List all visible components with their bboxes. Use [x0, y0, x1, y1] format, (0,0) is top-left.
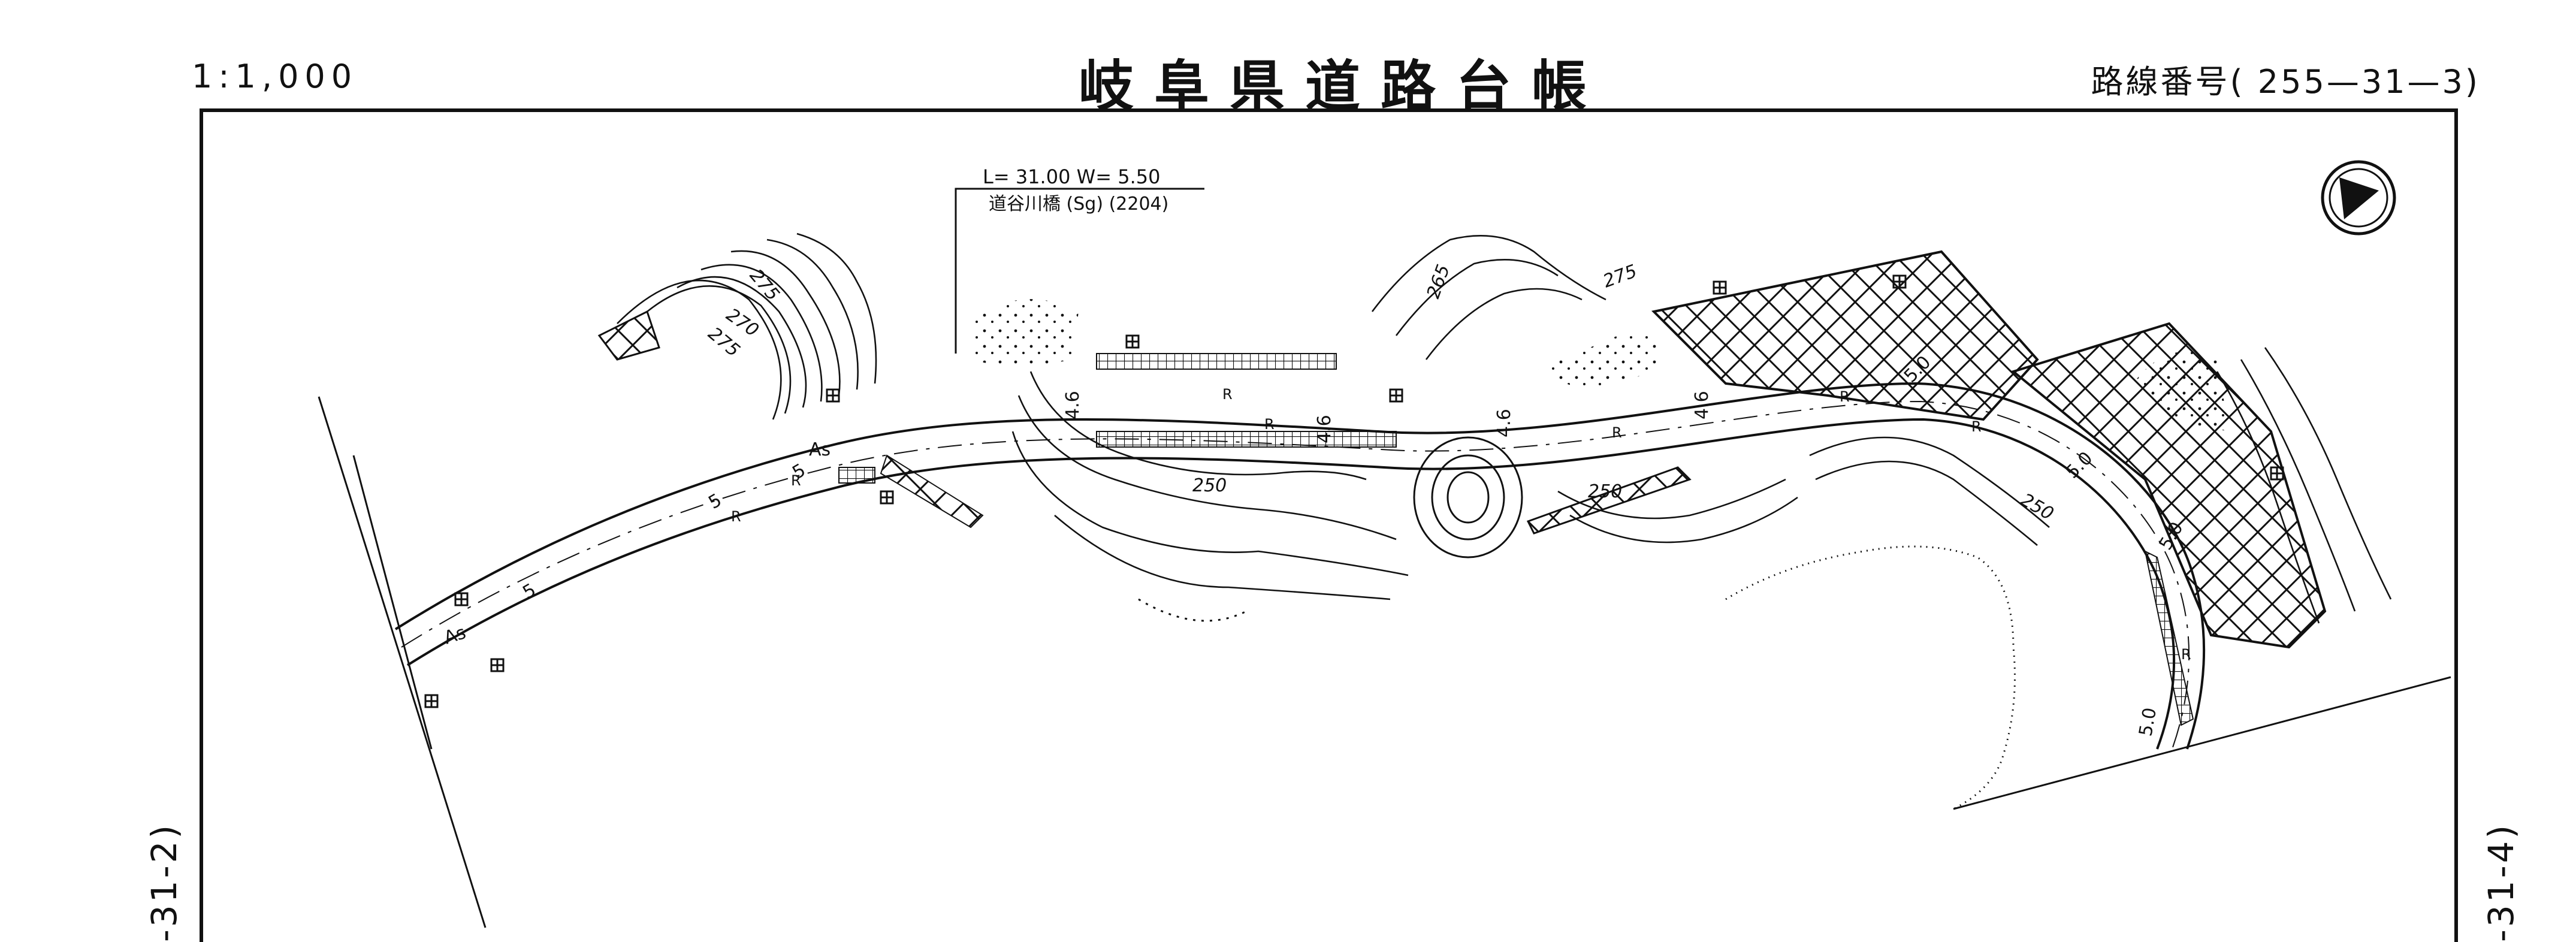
width-label: 5	[520, 579, 540, 603]
benchmark-icon	[1389, 388, 1403, 403]
width-label: 5.0	[2135, 706, 2161, 738]
retaining-label: R	[1840, 388, 1850, 405]
contour-label: 275	[1600, 261, 1640, 292]
benchmark-icon	[424, 694, 439, 708]
width-label: 4.6	[1314, 415, 1335, 443]
benchmark-symbols	[424, 274, 2284, 708]
retaining-label: R	[1264, 416, 1275, 433]
contour-label: 265	[1423, 262, 1454, 301]
benchmark-icon	[1125, 334, 1140, 349]
surface-label: As	[809, 439, 831, 460]
width-label: 4.6	[1494, 409, 1515, 437]
benchmark-icon	[826, 388, 840, 403]
width-label: 5.0	[2062, 448, 2097, 482]
route-number: 路線番号( 255—31—3)	[2091, 63, 2480, 101]
river-outline	[1725, 545, 2016, 810]
width-label: 4.6	[1062, 391, 1083, 419]
benchmark-icon	[1892, 274, 1907, 289]
retaining-label: R	[1612, 424, 1622, 441]
hatched-areas	[597, 250, 2327, 649]
benchmark-icon	[454, 592, 469, 606]
road	[394, 353, 2206, 750]
retaining-label: R	[1222, 386, 1233, 403]
gravel-areas	[971, 299, 2229, 622]
benchmark-icon	[1713, 280, 1727, 295]
map-title: 岐阜県道路台帳	[1079, 55, 1608, 119]
contour-label: 250	[2017, 490, 2057, 525]
retaining-label: R	[791, 472, 801, 489]
contour-label: 250	[1192, 475, 1227, 496]
surface-label: As	[442, 622, 469, 648]
pond	[1413, 436, 1523, 558]
bridge-callout: L= 31.00 W= 5.50 道谷川橋 (Sg) (2204)	[955, 165, 1204, 354]
map-scale: 1:1,000	[192, 58, 358, 95]
benchmark-icon	[880, 490, 894, 505]
retaining-label: R	[731, 508, 741, 525]
boundary-lines	[318, 396, 2451, 928]
north-arrow-icon	[2321, 160, 2396, 236]
retaining-label: R	[2181, 646, 2191, 663]
retaining-label: R	[1971, 418, 1982, 435]
contour-label: 250	[1588, 481, 1622, 502]
benchmark-icon	[490, 658, 505, 672]
bridge-dimensions: L= 31.00 W= 5.50	[983, 165, 1160, 188]
contour-lines	[617, 233, 2392, 624]
map-frame	[200, 108, 2458, 942]
width-label: 5	[705, 490, 726, 514]
bridge-name: 道谷川橋 (Sg) (2204)	[989, 194, 1168, 215]
width-label: 4.6	[1692, 391, 1713, 419]
benchmark-icon	[2270, 466, 2284, 481]
